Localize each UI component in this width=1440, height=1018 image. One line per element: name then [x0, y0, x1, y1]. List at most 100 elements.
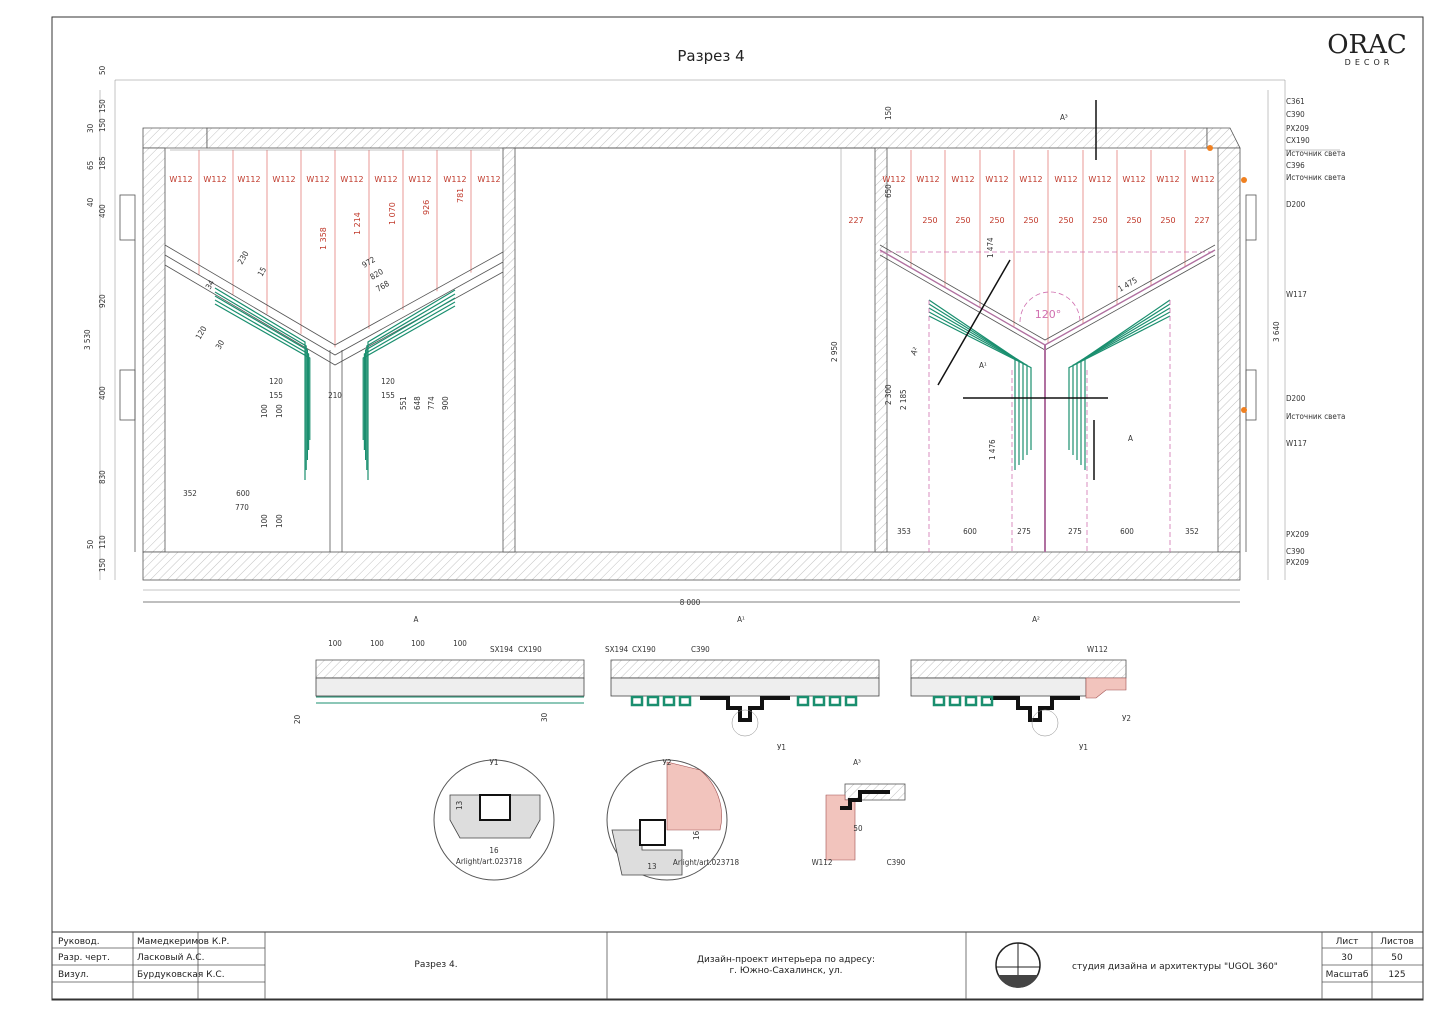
detail-a1-labels-text: C390	[691, 645, 710, 654]
panel-label-text: W112	[1019, 175, 1042, 184]
left-room-dims-text: 600	[236, 489, 250, 498]
right-callouts-text: W117	[1286, 290, 1307, 299]
title-block-sheets-text: 50	[1391, 953, 1403, 963]
profile-section	[948, 695, 962, 707]
left-room-dims-text: 100	[260, 404, 269, 418]
profile-section	[646, 695, 660, 707]
panel-label-text: W112	[237, 175, 260, 184]
molding-left-b	[367, 289, 456, 480]
node-u2	[606, 759, 728, 881]
title-block-sheets-label-text: Листов	[1380, 937, 1414, 947]
title-block-sheet-name-text: Разрез 4.	[414, 960, 457, 970]
title-block-studio-text: студия дизайна и архитектуры "UGOL 360"	[1072, 962, 1278, 972]
title-block-roles-text: Руковод.	[58, 937, 100, 947]
profile-section	[812, 695, 826, 707]
left-dims-d65-text: 65	[86, 161, 95, 170]
molding-left-a	[214, 291, 307, 470]
panel-label-text: W112	[1122, 175, 1145, 184]
right-callouts-text: Источник света	[1286, 149, 1345, 158]
molding-right-a	[928, 307, 1024, 460]
left-room	[164, 149, 504, 552]
left-room-dims-text: 774	[427, 396, 436, 410]
right-room-bottom-dims-text: 600	[963, 527, 977, 536]
right-room-top-dims-text: 250	[989, 216, 1004, 225]
title-block-project-text: г. Южно-Сахалинск, ул.	[729, 966, 842, 976]
left-room-dims-text: 15	[256, 266, 268, 278]
node-u2-dims-text: 13	[647, 862, 656, 871]
panel-label-text: W112	[272, 175, 295, 184]
logo-sub-text: DECOR	[1345, 58, 1394, 67]
detail-a-dims-text: 100	[453, 639, 467, 648]
left-dims-d50a-text: 50	[98, 65, 107, 75]
left-room-dims-text: 100	[260, 514, 269, 528]
right-room-bottom-dims-text: 275	[1017, 527, 1031, 536]
detail-a-side-text: 20	[293, 714, 302, 724]
profile-section	[630, 695, 644, 707]
bottom-views-text: A	[414, 615, 419, 624]
left-dims-d920-text: 920	[98, 294, 107, 308]
detail-a1-labels-text: SX194	[605, 645, 629, 654]
right-room-diag-text: 1 475	[1117, 276, 1139, 294]
section-shell	[99, 79, 1286, 603]
left-room-dims-text: 34	[204, 278, 217, 291]
left-room-heights-text: 1 358	[319, 227, 328, 250]
detail-a2-labels-text: W112	[1087, 645, 1108, 654]
left-dims-d110-text: 110	[98, 535, 107, 549]
profile-section	[844, 695, 858, 707]
right-room-angle-text: 120°	[1035, 308, 1062, 321]
right-room-diag-text: 1 474	[986, 237, 995, 258]
node-u1-article-text: Arlight/art.023718	[456, 857, 523, 866]
left-room-dims-text: 120	[194, 324, 209, 341]
detail-a1-node-text: У1	[777, 743, 786, 752]
node-a3-title-text: A³	[853, 758, 861, 767]
left-dims-d400a-text: 400	[98, 204, 107, 218]
left-room-dims-text: 820	[369, 267, 386, 282]
profile-section	[828, 695, 842, 707]
title-block	[51, 931, 1424, 1000]
right-callouts-text: PX209	[1286, 558, 1309, 567]
right-room-sections-text: A	[1128, 434, 1133, 443]
panel-label-text: W112	[169, 175, 192, 184]
right-callouts-text: C390	[1286, 110, 1305, 119]
profile-section	[678, 695, 692, 707]
title-block-names-text: Мамедкеримов К.Р.	[137, 937, 229, 947]
left-room-heights-text: 926	[422, 200, 431, 215]
node-u2-article-text: Arlight/art.023718	[673, 858, 740, 867]
panel-label-text: W112	[306, 175, 329, 184]
right-callouts-text: D200	[1286, 394, 1306, 403]
panel-label-text: W112	[1191, 175, 1214, 184]
detail-a-dims-text: 100	[370, 639, 384, 648]
detail-a1	[610, 659, 880, 737]
node-u1-dims-text: 16	[489, 846, 499, 855]
bottom-total-text: 8 000	[680, 598, 701, 607]
left-room-dims-text: 230	[236, 249, 251, 266]
profile-section	[980, 695, 994, 707]
right-room-top-dims-text: 227	[1194, 216, 1209, 225]
left-dims-total-text: 3 530	[83, 329, 92, 350]
bottom-views-text: A¹	[737, 615, 745, 624]
profile-section	[662, 695, 676, 707]
node-u1-dims-text: 13	[455, 801, 464, 810]
sheet-frame	[51, 16, 1424, 1001]
left-dims-d400b-text: 400	[98, 386, 107, 400]
right-room-top-dims-text: 250	[1092, 216, 1107, 225]
detail-a-labels-text: CX190	[518, 645, 542, 654]
right-callouts-text: W117	[1286, 439, 1307, 448]
left-room-dims-text: 120	[381, 377, 395, 386]
right-total-text: 3 640	[1272, 321, 1281, 342]
molding-left-b	[362, 305, 456, 440]
left-dims-d30-text: 30	[86, 123, 95, 133]
molding-left-a	[214, 295, 308, 460]
right-room-sections-text: A¹	[979, 361, 987, 370]
detail-a	[315, 659, 585, 704]
right-callouts-text: Источник света	[1286, 412, 1345, 421]
left-dims-d830-text: 830	[98, 470, 107, 484]
right-room-top-dims-text: 250	[955, 216, 970, 225]
right-room-sections-text: A²	[909, 346, 921, 357]
right-room-upper-dims-text: 650	[884, 184, 893, 198]
left-room-dims-text: 551	[399, 396, 408, 410]
title-block-roles-text: Визул.	[58, 970, 89, 980]
detail-a2	[910, 659, 1127, 737]
molding-right-b	[1076, 307, 1171, 460]
